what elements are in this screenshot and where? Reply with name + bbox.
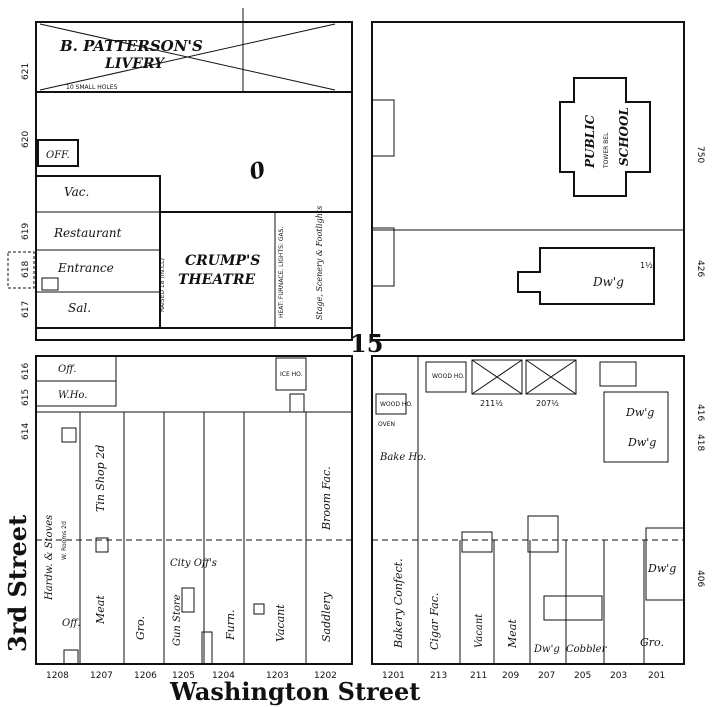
bake-ho-label: Bake Ho. (379, 452, 426, 463)
block-number: 15 (350, 329, 383, 358)
wood-ho-1-label: WOOD HO. (432, 373, 465, 380)
office-label: OFF. (46, 150, 70, 161)
sw-meat-label: Meat (94, 595, 107, 625)
se-addr-201: 201 (648, 671, 665, 681)
se-addr-209: 209 (502, 671, 519, 681)
nw-addr-620: 620 (21, 131, 31, 148)
city-offices-label: City Off's (170, 558, 217, 569)
sw-addr-614: 614 (21, 423, 31, 440)
saddlery-label: Saddlery (320, 592, 333, 642)
sw-addr-1208: 1208 (46, 671, 69, 681)
ne-addr-750: 750 (695, 146, 705, 163)
cobbler-label: Cobbler (566, 644, 608, 655)
se-meat-label: Meat (506, 619, 519, 649)
theatre-name-1: CRUMP'S (185, 253, 260, 269)
cigar-fac-label: Cigar Fac. (428, 593, 441, 650)
se-block: WOOD HO. WOOD HO. OVEN Bake Ho. Bakery C… (371, 355, 705, 681)
ne-dwelling: Dw'g 1½ (517, 247, 655, 305)
livery-building: B. PATTERSON'S LIVERY 10 SMALL HOLES (35, 8, 353, 93)
heating-note: HEAT: FURNACE. LIGHTS: GAS. (278, 227, 285, 318)
saloon-label: Sal. (68, 301, 91, 315)
rooms-label: W. Rooms 2d (61, 521, 68, 560)
nw-addr-621: 621 (21, 63, 31, 80)
nw-addr-618: 618 (21, 261, 31, 278)
sw-addr-1203: 1203 (266, 671, 289, 681)
livery-name-1: B. PATTERSON'S (59, 37, 203, 55)
nw-stores: Vac. Restaurant Entrance Sal. (7, 175, 161, 329)
se-vacant-label: Vacant (474, 613, 485, 648)
unit-211-half: 211½ (480, 399, 503, 408)
sw-addr-615: 615 (21, 389, 31, 406)
restaurant-label: Restaurant (53, 226, 122, 240)
theatre-name-2: THEATRE (178, 272, 255, 288)
hardware-label: Hardw. & Stoves (44, 515, 55, 601)
ne-dwelling-label: Dw'g (592, 275, 624, 289)
sw-addr-1206: 1206 (134, 671, 157, 681)
se-addr-418: 418 (695, 434, 705, 451)
story-marker: 0 (247, 156, 269, 185)
se-addr-416: 416 (695, 404, 705, 421)
warehouse-label: W.Ho. (58, 390, 87, 401)
nw-addr-619: 619 (21, 223, 31, 240)
entrance-label: Entrance (57, 261, 114, 275)
vacant-label: Vac. (64, 185, 89, 199)
se-addr-203: 203 (610, 671, 627, 681)
livery-name-2: LIVERY (104, 56, 166, 72)
broom-factory-label: Broom Fac. (320, 466, 333, 531)
sw-block: Off. W.Ho. ICE HO. Hardw. & Stoves W. Ro… (21, 355, 353, 681)
se-addr-213: 213 (430, 671, 447, 681)
tin-shop-label: Tin Shop 2d (94, 445, 107, 512)
furniture-label: Furn. (224, 609, 237, 641)
se-addr-207: 207 (538, 671, 555, 681)
se-grocery-label: Gro. (640, 636, 664, 649)
se-addr-1201: 1201 (382, 671, 405, 681)
oven-label: OVEN (378, 421, 395, 428)
se-dwelling-1-label: Dw'g (533, 644, 560, 655)
ne-addr-426: 426 (695, 260, 705, 277)
se-dwelling-2-label: Dw'g (625, 406, 654, 419)
washington-street-label: Washington Street (169, 677, 420, 706)
public-school: PUBLIC SCHOOL TOWER BEL (559, 77, 651, 197)
se-crossed-buildings: 211½ 207½ (471, 359, 577, 408)
third-street-label: 3rd Street (3, 515, 32, 652)
se-addr-211: 211 (470, 671, 487, 681)
se-addr-205: 205 (574, 671, 591, 681)
ice-house-label: ICE HO. (280, 371, 303, 378)
sw-vacant-label: Vacant (274, 604, 287, 642)
sw-addr-616: 616 (21, 363, 31, 380)
sw-office-label: Off. (58, 364, 76, 375)
nw-block: B. PATTERSON'S LIVERY 10 SMALL HOLES OFF… (7, 8, 353, 341)
gun-store-label: Gun Store (172, 594, 183, 646)
ne-dwelling-story: 1½ (640, 261, 653, 270)
raised-note: RAISED 18 (IN.CL) (159, 258, 166, 312)
sw-addr-1204: 1204 (212, 671, 235, 681)
sw-addr-1202: 1202 (314, 671, 337, 681)
se-dwelling-4-label: Dw'g (647, 562, 676, 575)
stage-note: Stage, Scenery & Footlights (315, 206, 324, 320)
wood-ho-2-label: WOOD HO. (380, 401, 413, 408)
sw-addr-1205: 1205 (172, 671, 195, 681)
se-dwelling-3-label: Dw'g (627, 436, 656, 449)
ne-block: PUBLIC SCHOOL TOWER BEL Dw'g 1½ 750 426 (371, 21, 705, 341)
sw-addr-1207: 1207 (90, 671, 113, 681)
bakery-label: Bakery Confect. (392, 558, 405, 649)
se-addr-406: 406 (695, 570, 705, 587)
nw-addr-617: 617 (21, 301, 31, 318)
livery-note: 10 SMALL HOLES (66, 84, 118, 91)
school-name-1: PUBLIC (583, 114, 597, 169)
school-name-2: SCHOOL (617, 107, 631, 166)
sw-grocery-label: Gro. (134, 616, 147, 640)
tower-note: TOWER BEL (603, 132, 610, 169)
unit-207-half: 207½ (536, 399, 559, 408)
crumps-theatre: CRUMP'S THEATRE RAISED 18 (IN.CL) HEAT: … (159, 206, 353, 329)
sw-office-2-label: Off. (62, 618, 80, 629)
